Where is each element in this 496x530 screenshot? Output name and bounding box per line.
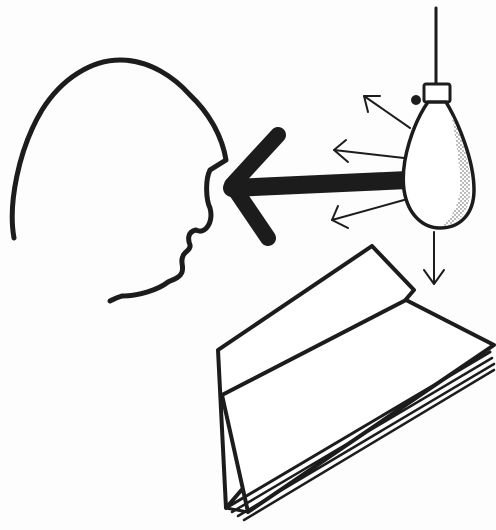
glare-arrow bbox=[232, 135, 408, 238]
ray-down bbox=[424, 232, 444, 284]
head-profile bbox=[12, 60, 226, 301]
ray-mid-lower bbox=[332, 200, 404, 228]
light-bulb bbox=[403, 8, 474, 228]
open-book bbox=[218, 246, 494, 520]
ray-mid-upper bbox=[334, 140, 404, 162]
ray-upper bbox=[364, 96, 410, 128]
